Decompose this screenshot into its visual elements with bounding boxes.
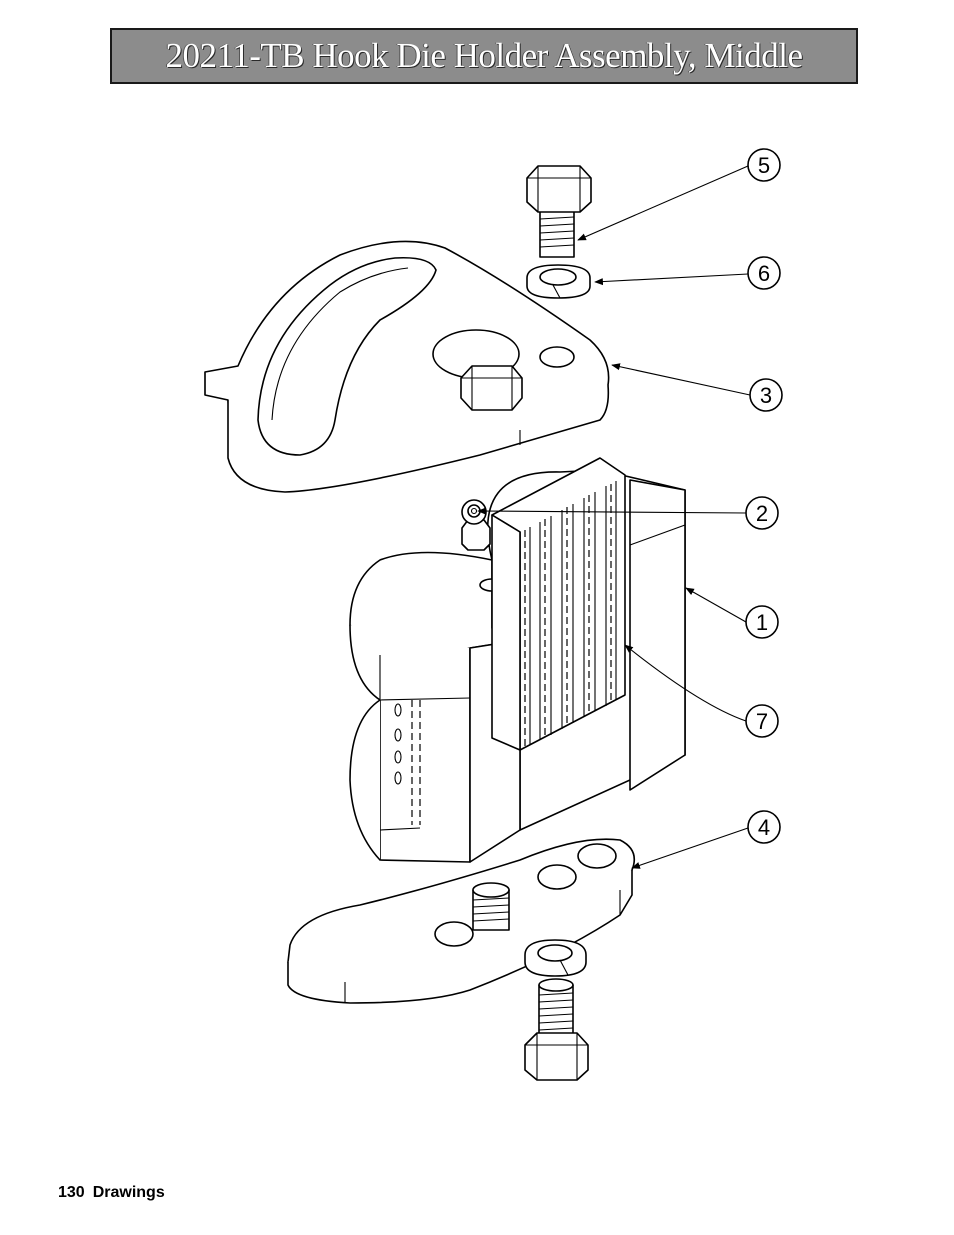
callout-3: 3 [611, 363, 783, 412]
callout-2-label: 2 [756, 501, 768, 526]
callout-4-label: 4 [758, 815, 770, 840]
page-title: 20211-TB Hook Die Holder Assembly, Middl… [165, 36, 803, 75]
top-plate [204, 240, 610, 493]
bottom-washer [524, 939, 587, 977]
top-bolt [526, 165, 592, 258]
callout-6: 6 [594, 256, 781, 290]
page-footer: 130 Drawings [58, 1184, 165, 1202]
callout-5-label: 5 [758, 153, 770, 178]
bottom-plate [287, 838, 636, 1004]
grease-fitting [461, 499, 491, 551]
bottom-bolt [524, 978, 589, 1081]
callout-3-label: 3 [760, 383, 772, 408]
serrated-insert [491, 457, 626, 751]
page-number: 130 [58, 1184, 85, 1201]
callout-1: 1 [685, 587, 779, 639]
callout-4: 4 [631, 810, 781, 869]
top-washer [526, 264, 591, 299]
callout-7-label: 7 [756, 709, 768, 734]
callout-7: 7 [624, 644, 779, 738]
title-banner: 20211-TB Hook Die Holder Assembly, Middl… [110, 28, 858, 84]
callout-2: 2 [477, 496, 779, 530]
callout-6-label: 6 [758, 261, 770, 286]
section-name: Drawings [92, 1184, 165, 1201]
callout-5: 5 [577, 148, 781, 241]
callout-1-label: 1 [756, 610, 768, 635]
